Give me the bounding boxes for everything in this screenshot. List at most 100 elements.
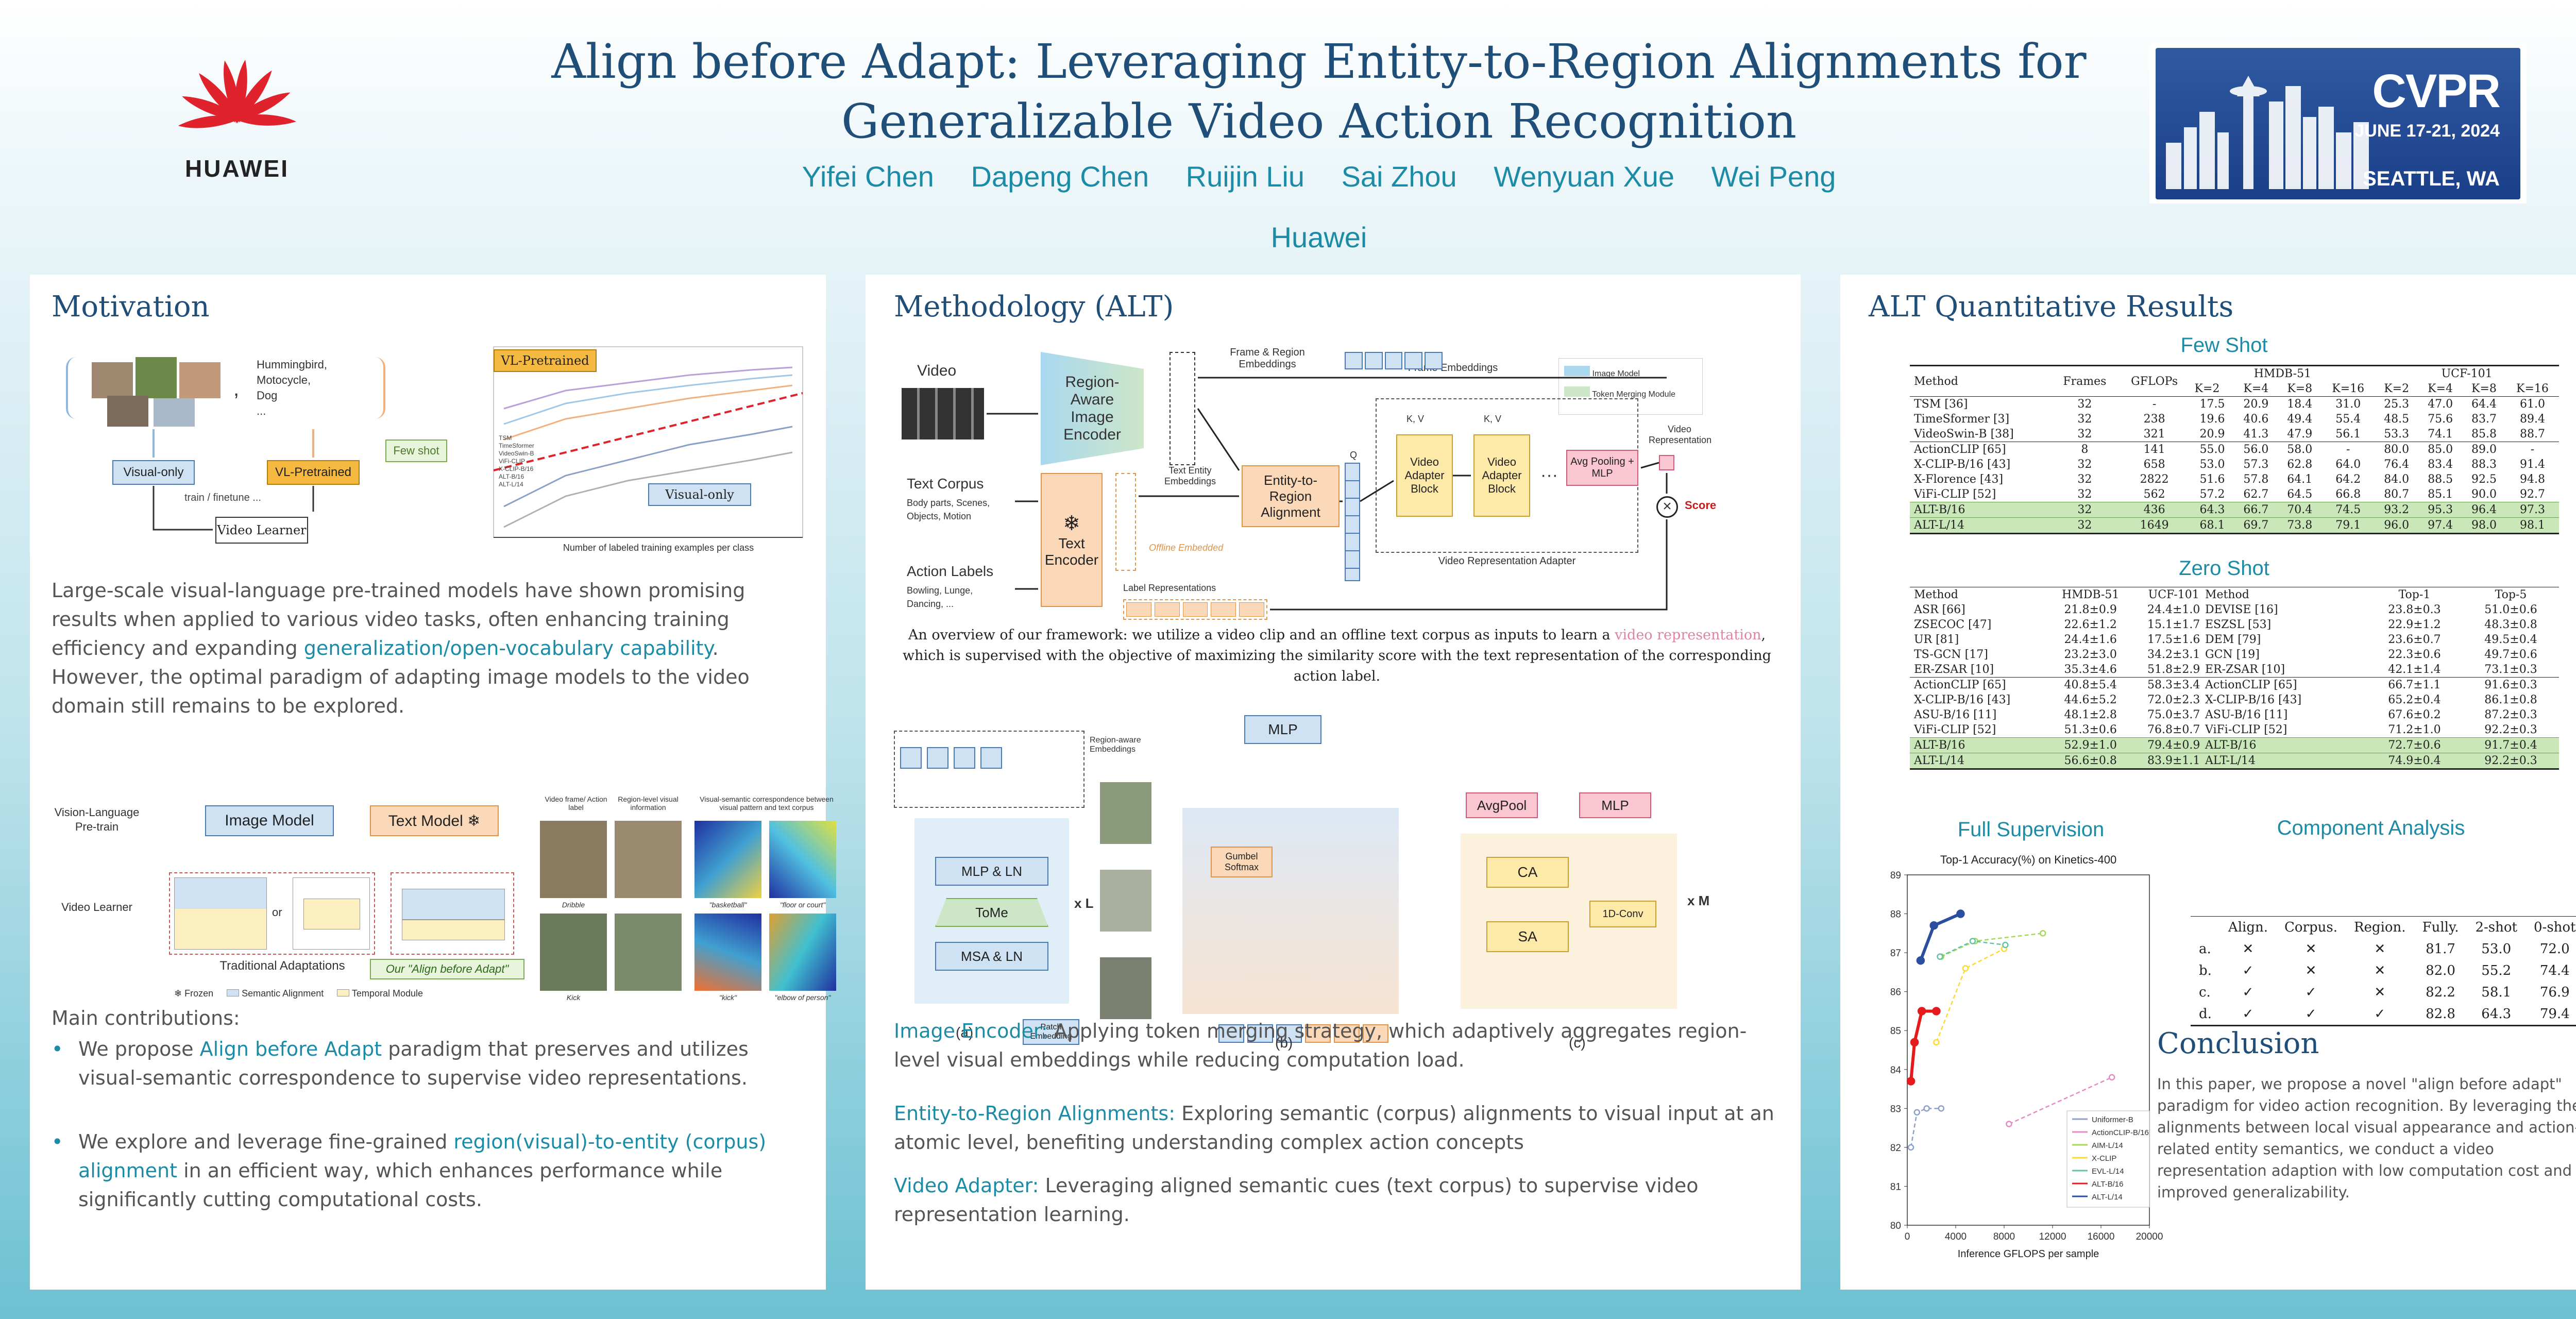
- table-cell: 562: [2143, 488, 2165, 501]
- traditional-box: [169, 872, 375, 955]
- table-cell: 21.8±0.9: [2064, 603, 2117, 616]
- table-cell: 49.5±0.4: [2484, 633, 2537, 646]
- y-tick-label: 87: [1890, 948, 1901, 959]
- label-list: Hummingbird, Motocycle, Dog ...: [257, 358, 327, 417]
- connector-arrows: [152, 429, 314, 531]
- table-cell: 34.2±3.1: [2147, 648, 2200, 661]
- table-cell: 79.4±0.9: [2133, 737, 2214, 753]
- framework-caption: An overview of our framework: we utilize…: [903, 627, 1771, 684]
- few-shot-table: Method Frames GFLOPs HMDB-51 UCF-101 K=2…: [1910, 365, 2559, 534]
- data-point-X-CLIP: [1933, 1039, 1940, 1046]
- section-title: Methodology (ALT): [894, 290, 1174, 324]
- visual-only-box: Visual-only: [112, 460, 195, 485]
- table-cell: 88.5: [2428, 473, 2453, 486]
- table-cell: 75.6: [2428, 413, 2453, 426]
- table-cell: 48.5: [2384, 413, 2410, 426]
- data-point-EVL-L/14: [1969, 938, 1976, 944]
- snowflake-icon: ❄: [1063, 512, 1080, 535]
- zero-shot-title: Zero Shot: [2179, 557, 2269, 580]
- table-cell: 75.0±3.7: [2147, 708, 2200, 721]
- brace-icon: [370, 357, 385, 419]
- table-cell: -: [2346, 443, 2350, 456]
- table-cell: 56.0: [2243, 443, 2269, 456]
- table-cell: ✓: [2242, 1006, 2254, 1022]
- legend-box: [2066, 1110, 2150, 1208]
- example-image: [540, 821, 607, 898]
- mlp-ln-box: MLP & LN: [935, 857, 1048, 886]
- table-cell: 23.6±0.7: [2388, 633, 2441, 646]
- author: Yifei Chen: [802, 160, 934, 193]
- table-cell: 64.5: [2287, 488, 2313, 501]
- table-cell: 55.2: [2481, 963, 2512, 978]
- table-cell: 67.6±0.2: [2388, 708, 2441, 721]
- huawei-logo-icon: [178, 60, 296, 128]
- ours-label: Our "Align before Adapt": [370, 959, 524, 979]
- table-cell: 32: [2077, 398, 2092, 411]
- chart-legend: TSM TimeSformer VideoSwin-B ViFi-CLIP X-…: [499, 434, 534, 488]
- table-cell: ✓: [2374, 1006, 2386, 1022]
- chart-xlabel: Number of labeled training examples per …: [563, 543, 754, 553]
- legend-label: Uniformer-B: [2092, 1115, 2133, 1124]
- frame-tokens: [1345, 352, 1443, 369]
- e2r-alignment-box: Entity-to-Region Alignment: [1242, 465, 1340, 527]
- brace-icon: [66, 357, 87, 419]
- table-cell: 91.6±0.3: [2484, 679, 2537, 691]
- visual-only-callout: Visual-only: [648, 483, 751, 506]
- ours-box: [391, 872, 514, 955]
- poster-title: Align before Adapt: Leveraging Entity-to…: [551, 34, 2087, 149]
- thumbnail-image: [107, 396, 148, 427]
- table-cell: 74.9±0.4: [2366, 753, 2463, 769]
- legend-label: EVL-L/14: [2092, 1167, 2124, 1176]
- table-cell: 48.1±2.8: [2064, 708, 2117, 721]
- table-cell: 23.2±3.0: [2064, 648, 2117, 661]
- table-cell: 82.8: [2426, 1006, 2455, 1022]
- table-cell: 69.7: [2234, 517, 2278, 534]
- table-cell: ✓: [2305, 1006, 2317, 1022]
- table-cell: X-CLIP-B/16 [43]: [1914, 694, 2011, 706]
- table-cell: 72.0: [2539, 941, 2570, 957]
- example-image: [1100, 782, 1151, 844]
- table-cell: 40.6: [2243, 413, 2269, 426]
- table-cell: 73.8: [2278, 517, 2322, 534]
- table-cell: 17.5±1.6: [2147, 633, 2200, 646]
- table-cell: 18.4: [2287, 398, 2313, 411]
- table-cell: 8: [2081, 443, 2089, 456]
- table-cell: 76.4: [2384, 458, 2410, 471]
- y-tick-label: 82: [1890, 1143, 1901, 1154]
- example-image: [615, 821, 682, 898]
- table-cell: ActionCLIP [65]: [1914, 443, 2006, 456]
- table-cell: 17.5: [2199, 398, 2225, 411]
- table-cell: ✕: [2305, 941, 2317, 957]
- table-cell: ASU-B/16 [11]: [1914, 708, 1997, 721]
- video-adapter-block: Video Adapter Block: [1396, 434, 1453, 517]
- few-shot-title: Few Shot: [2180, 334, 2268, 357]
- table-cell: 64.1: [2287, 473, 2313, 486]
- table-cell: 32: [2077, 413, 2092, 426]
- mlp-box: MLP: [1244, 715, 1321, 744]
- thumbnail-image: [135, 357, 177, 398]
- conclusion-title: Conclusion: [2157, 1027, 2319, 1060]
- table-cell: ALT-B/16: [1910, 737, 2048, 753]
- table-cell: 97.4: [2418, 517, 2463, 534]
- table-cell: 76.8±0.7: [2147, 723, 2200, 736]
- table-cell: 66.7±1.1: [2388, 679, 2441, 691]
- example-image: [540, 914, 607, 991]
- thumbnail-image: [92, 362, 133, 398]
- table-cell: 658: [2143, 458, 2165, 471]
- table-cell: 53.0: [2481, 941, 2512, 957]
- y-tick-label: 81: [1890, 1181, 1901, 1192]
- x-axis-label: Inference GFLOPS per sample: [1958, 1248, 2099, 1260]
- x-tick-label: 0: [1905, 1231, 1910, 1242]
- method-desc: Image Encoder: Applying token merging st…: [894, 1020, 1747, 1071]
